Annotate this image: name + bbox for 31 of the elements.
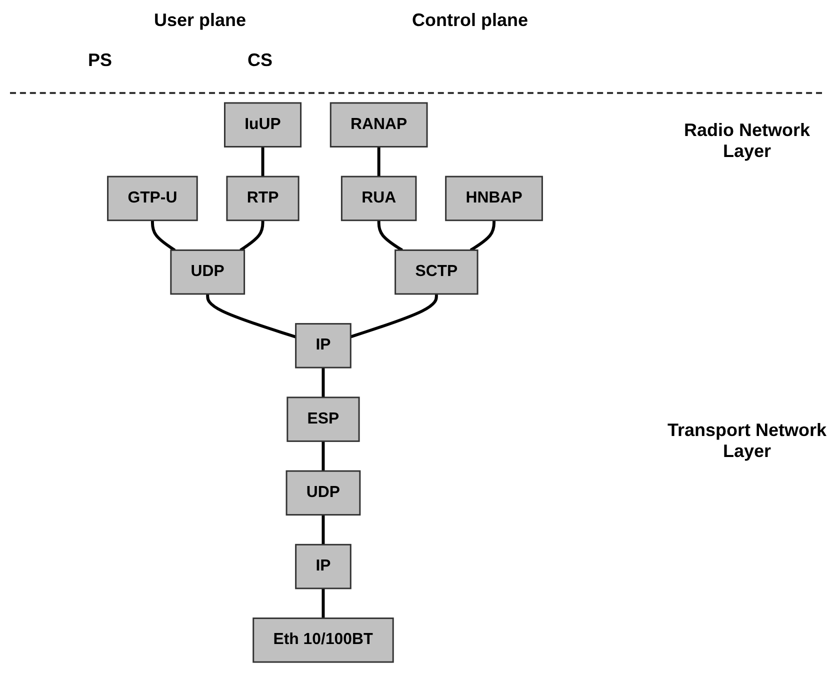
plane-heading: User plane: [152, 10, 248, 31]
connector-line: [377, 146, 380, 177]
domain-label: CS: [246, 50, 274, 71]
protocol-layer-box: IP: [295, 323, 352, 368]
protocol-layer-box: SCTP: [394, 249, 478, 295]
connector-line: [322, 588, 325, 618]
connector-line: [350, 294, 438, 338]
protocol-layer-box: Eth 10/100BT: [252, 618, 394, 663]
connector-line: [261, 146, 264, 177]
protocol-layer-box: UDP: [286, 470, 361, 516]
protocol-layer-box: ESP: [286, 396, 360, 442]
protocol-layer-box: IP: [295, 544, 352, 590]
protocol-layer-box: UDP: [170, 249, 246, 295]
protocol-layer-box: RUA: [340, 176, 417, 222]
connector-line: [206, 294, 296, 338]
plane-heading: Control plane: [411, 10, 529, 31]
connector-line: [470, 220, 496, 252]
protocol-layer-box: RTP: [226, 176, 300, 222]
connector-line: [377, 220, 403, 252]
connector-line: [150, 220, 176, 252]
domain-label: PS: [86, 50, 113, 71]
connector-line: [322, 368, 325, 398]
layer-label: Radio Network Layer: [682, 120, 812, 162]
protocol-layer-box: IuUP: [224, 102, 302, 148]
connector-line: [322, 441, 325, 472]
protocol-layer-box: GTP-U: [107, 176, 198, 222]
protocol-layer-box: RANAP: [330, 102, 428, 148]
connector-line: [240, 220, 264, 252]
connector-line: [322, 514, 325, 545]
protocol-layer-box: HNBAP: [445, 176, 543, 222]
layer-label: Transport Network Layer: [667, 420, 827, 462]
